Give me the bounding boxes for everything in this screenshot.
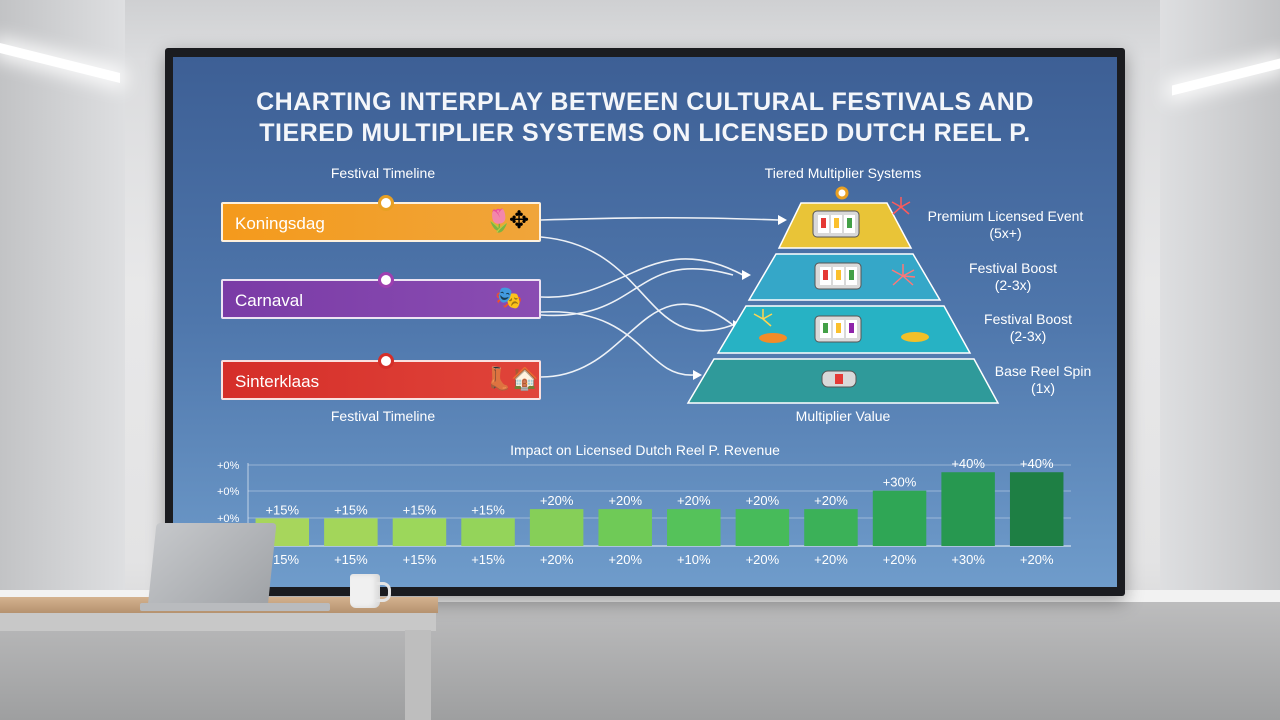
tier-multiplier: (5x+) xyxy=(989,225,1022,241)
bar xyxy=(392,518,447,546)
right-wall xyxy=(1160,0,1280,600)
mug-handle xyxy=(376,582,391,602)
tier-label-base: Base Reel Spin (1x) xyxy=(968,363,1117,397)
windmill-icon: ✥ xyxy=(509,207,530,234)
slide-title-line-2: TIERED MULTIPLIER SYSTEMS ON LICENSED DU… xyxy=(259,119,1031,147)
x-tick-label: +10% xyxy=(677,552,711,567)
firework-icon xyxy=(891,197,911,215)
x-tick-label: +20% xyxy=(608,552,642,567)
x-tick-label: +20% xyxy=(746,552,780,567)
tier-label-festival-boost-lower: Festival Boost (2-3x) xyxy=(953,311,1103,345)
festival-timeline-label: Festival Timeline xyxy=(330,165,436,181)
bar xyxy=(1009,472,1064,546)
tier-label-premium: Premium Licensed Event (5x+) xyxy=(913,208,1098,242)
x-tick-label: +20% xyxy=(814,552,848,567)
x-tick-label: +30% xyxy=(951,552,985,567)
bar-value-label: +15% xyxy=(403,502,437,517)
bar xyxy=(735,509,790,546)
x-tick-label: +15% xyxy=(334,552,368,567)
y-tick-label: +0% xyxy=(217,513,240,525)
clog-icon xyxy=(759,332,929,343)
slot-reel-icon xyxy=(814,315,862,343)
bar-value-label: +20% xyxy=(814,493,848,508)
y-tick-label: +0% xyxy=(217,486,240,498)
bar-value-label: +20% xyxy=(540,493,574,508)
tier-name: Festival Boost xyxy=(984,311,1072,327)
tier-name: Base Reel Spin xyxy=(994,363,1092,379)
tier-multiplier: (1x) xyxy=(1030,380,1056,396)
y-tick-label: +0% xyxy=(217,460,240,472)
bar xyxy=(667,509,721,546)
bar-value-label: +15% xyxy=(471,502,505,517)
festival-name: Koningsdag xyxy=(235,214,325,233)
tier-multiplier: (2-3x) xyxy=(994,277,1032,293)
tier-multiplier: (2-3x) xyxy=(1009,328,1047,344)
festival-name: Carnaval xyxy=(235,291,304,310)
tier-label-festival-boost-upper: Festival Boost (2-3x) xyxy=(938,260,1088,294)
revenue-bar-chart: +0% +0% +0% +15% +15% +15% +15% +15% +15% +15% +15… xyxy=(217,456,1071,567)
bar-value-label: +30% xyxy=(883,475,917,490)
bar-value-label: +40% xyxy=(1020,456,1054,471)
bar-value-label: +20% xyxy=(677,493,711,508)
firework-icon xyxy=(753,309,773,327)
x-tick-label: +20% xyxy=(1020,552,1054,567)
festival-timeline-label-bottom: Festival Timeline xyxy=(330,408,436,424)
bar-value-label: +15% xyxy=(334,502,368,517)
x-tick-label: +15% xyxy=(471,552,505,567)
bar-value-label: +40% xyxy=(951,456,985,471)
firework-icon xyxy=(891,264,916,286)
laptop xyxy=(147,523,277,609)
timeline-marker xyxy=(378,195,394,211)
bar xyxy=(804,509,858,546)
bar xyxy=(324,518,378,546)
x-tick-label: +15% xyxy=(403,552,437,567)
bar-value-label: +20% xyxy=(746,493,780,508)
bar xyxy=(529,509,584,546)
timeline-marker xyxy=(378,353,394,369)
left-wall xyxy=(0,0,125,600)
bar xyxy=(598,509,652,546)
tier-name: Festival Boost xyxy=(969,260,1057,276)
festival-band-sinterklaas: Sinterklaas 👢 🏠 xyxy=(221,353,541,400)
tiered-systems-label: Tiered Multiplier Systems xyxy=(764,165,922,181)
festival-name: Sinterklaas xyxy=(235,372,320,391)
bar xyxy=(872,490,927,546)
bar-value-label: +15% xyxy=(265,502,299,517)
coffee-mug xyxy=(350,574,380,608)
display-screen: CHARTING INTERPLAY BETWEEN CULTURAL FEST… xyxy=(173,57,1117,587)
multiplier-pyramid xyxy=(686,186,1000,404)
desk-edge xyxy=(0,613,436,631)
x-tick-label: +20% xyxy=(540,552,574,567)
carnival-mask-icon: 🎭 xyxy=(495,285,523,310)
laptop-base xyxy=(140,603,330,611)
slot-reel-icon xyxy=(812,210,860,238)
x-tick-label: +20% xyxy=(883,552,917,567)
tier-name: Premium Licensed Event xyxy=(927,208,1084,224)
x-tick-label: +15% xyxy=(265,552,299,567)
festival-band-koningsdag: Koningsdag 🌷 ✥ xyxy=(221,195,541,242)
boot-icon: 👢 xyxy=(485,366,513,391)
multiplier-value-label: Multiplier Value xyxy=(795,408,891,424)
chart-title: Impact on Licensed Dutch Reel P. Revenue xyxy=(510,442,780,458)
bar xyxy=(941,472,995,546)
desk-leg xyxy=(405,630,431,720)
bar-value-label: +20% xyxy=(608,493,642,508)
slide-title-line-1: CHARTING INTERPLAY BETWEEN CULTURAL FEST… xyxy=(256,88,1034,116)
slot-reel-icon xyxy=(821,370,857,388)
chimney-icon: 🏠 xyxy=(511,366,539,391)
timeline-marker xyxy=(378,272,394,288)
bar xyxy=(461,518,515,546)
connector-lines xyxy=(540,215,787,380)
festival-band-carnaval: Carnaval 🎭 xyxy=(221,272,541,319)
slot-reel-icon xyxy=(814,262,862,290)
tulip-windmill-icon: 🌷 xyxy=(485,208,513,233)
